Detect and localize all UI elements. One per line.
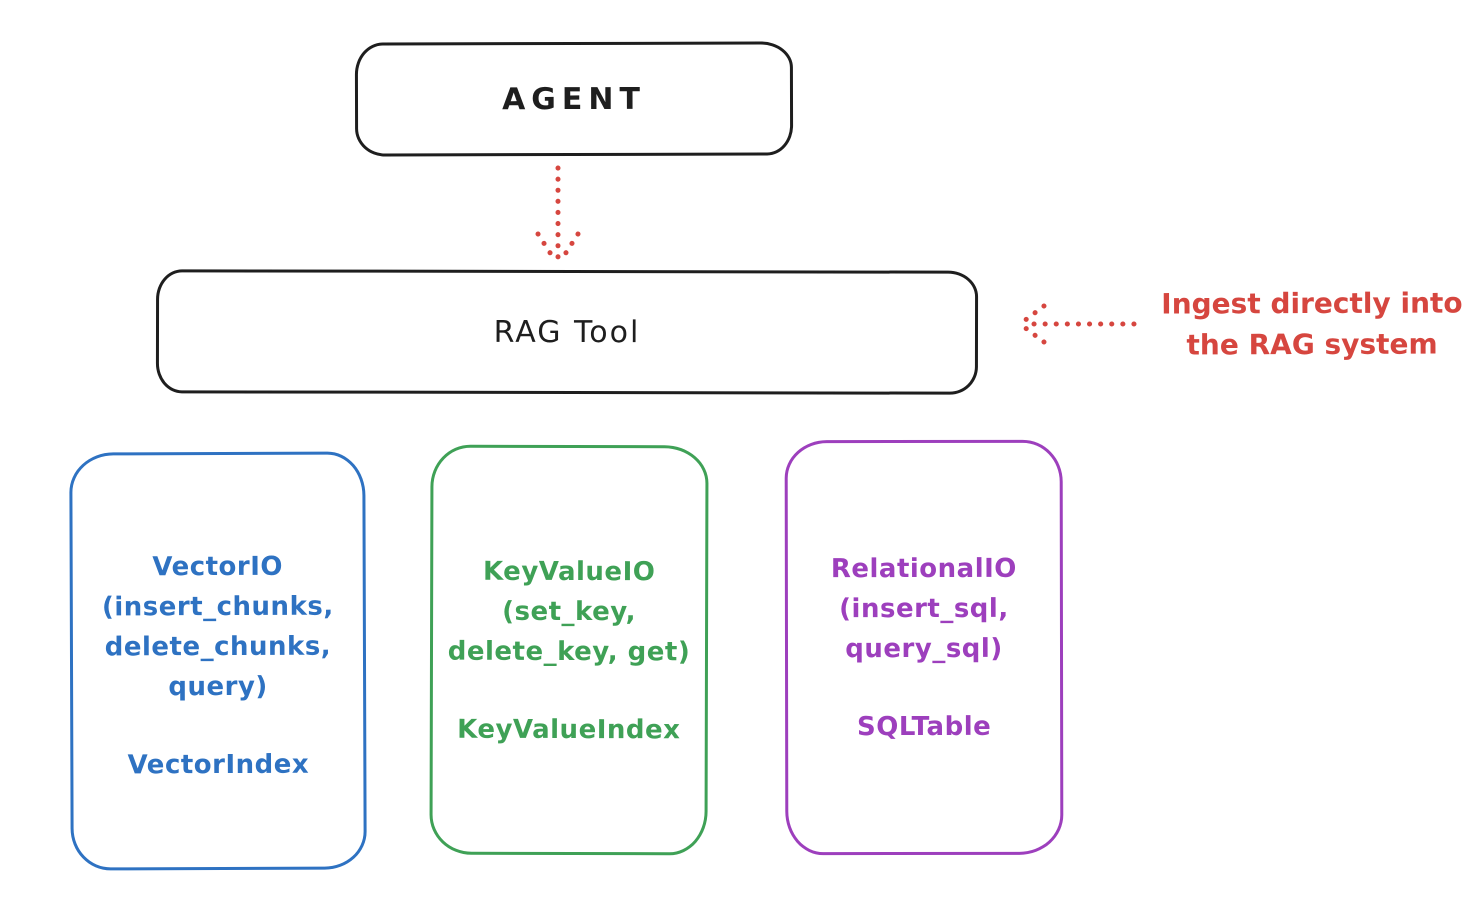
vector-io-node: VectorIO (insert_chunks, delete_chunks, …: [69, 451, 367, 871]
relational-io-params-line1: (insert_sql,: [839, 593, 1009, 625]
ingest-annotation-line1: Ingest directly into: [1161, 286, 1463, 321]
vector-io-title: VectorIO: [152, 551, 284, 583]
keyvalue-io-params-line1: (set_key,: [502, 596, 637, 628]
keyvalue-io-params-line2: delete_key, get): [447, 636, 691, 668]
dotted-arrow-left-icon: [1017, 303, 1137, 345]
vector-io-params-line1: (insert_chunks,: [101, 591, 334, 623]
agent-node: AGENT: [354, 41, 794, 157]
relational-io-params-line2: query_sql): [845, 633, 1003, 665]
vector-index-label: VectorIndex: [127, 749, 310, 781]
vector-io-params-line2: delete_chunks,: [104, 631, 332, 663]
sql-table-label: SQLTable: [857, 711, 992, 743]
vector-io-params-line3: query): [168, 671, 268, 703]
dotted-arrow-down-icon: [535, 165, 581, 265]
ingest-annotation: Ingest directly into the RAG system: [1140, 282, 1484, 365]
relational-io-node: RelationalIO (insert_sql, query_sql) SQL…: [784, 439, 1064, 856]
keyvalue-io-title: KeyValueIO: [482, 556, 656, 588]
ingest-annotation-line2: the RAG system: [1186, 327, 1438, 362]
agent-node-label: AGENT: [502, 81, 646, 117]
rag-tool-node-label: RAG Tool: [493, 314, 641, 350]
rag-tool-node: RAG Tool: [155, 269, 979, 395]
keyvalue-io-node: KeyValueIO (set_key, delete_key, get) Ke…: [429, 444, 709, 856]
relational-io-title: RelationalIO: [830, 553, 1017, 585]
keyvalue-index-label: KeyValueIndex: [457, 714, 681, 746]
